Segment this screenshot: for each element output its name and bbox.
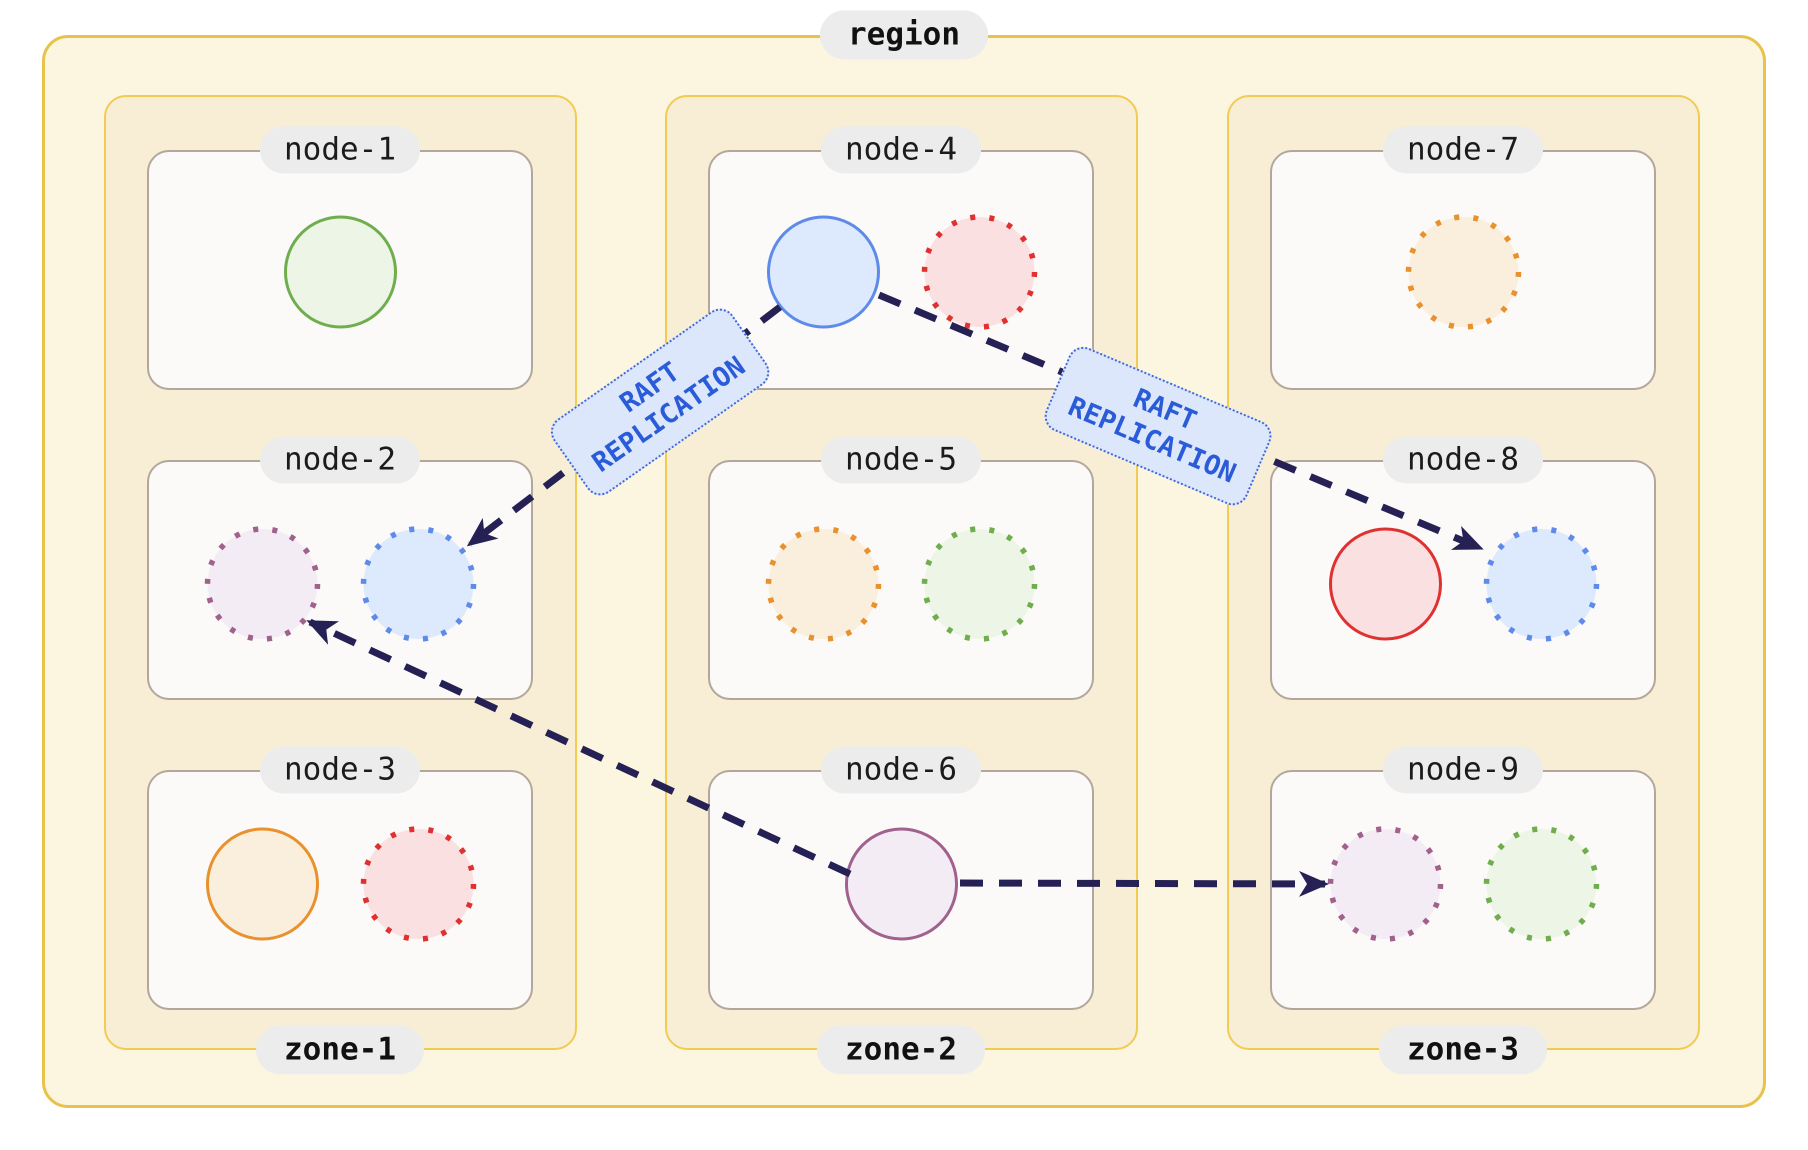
node-9-label: node-9	[1383, 746, 1543, 794]
node-1-label: node-1	[260, 126, 420, 174]
replica-purple-dotted-node-2	[204, 526, 321, 642]
replica-orange-solid-node-3	[206, 827, 319, 941]
node-8-label: node-8	[1383, 436, 1543, 484]
replica-green-dotted-node-5	[921, 526, 1038, 642]
replica-orange-dotted-node-5	[765, 526, 882, 642]
replica-blue-dotted-node-2	[360, 526, 477, 642]
node-6-label: node-6	[821, 746, 981, 794]
replica-red-solid-node-8	[1329, 527, 1442, 641]
replica-red-dotted-node-4	[921, 214, 1038, 330]
node-3-label: node-3	[260, 746, 420, 794]
replica-red-dotted-node-3	[360, 826, 477, 942]
replication-arrow-node-6-to-node-2	[306, 618, 852, 878]
replica-purple-solid-node-6	[845, 827, 958, 941]
zone-2-label: zone-2	[817, 1025, 985, 1075]
replica-blue-solid-node-4	[767, 215, 880, 329]
replication-arrow-node-6-to-node-9	[959, 870, 1329, 897]
node-5-label: node-5	[821, 436, 981, 484]
replica-purple-dotted-node-9	[1327, 826, 1444, 942]
node-2-label: node-2	[260, 436, 420, 484]
node-4-label: node-4	[821, 126, 981, 174]
node-7-label: node-7	[1383, 126, 1543, 174]
zone-1-label: zone-1	[256, 1025, 424, 1075]
replica-blue-dotted-node-8	[1483, 526, 1600, 642]
replica-green-dotted-node-9	[1483, 826, 1600, 942]
replica-orange-dotted-node-7	[1405, 214, 1522, 330]
zone-3-label: zone-3	[1379, 1025, 1547, 1075]
replica-green-solid-node-1	[284, 215, 397, 329]
region-label: region	[820, 10, 988, 60]
